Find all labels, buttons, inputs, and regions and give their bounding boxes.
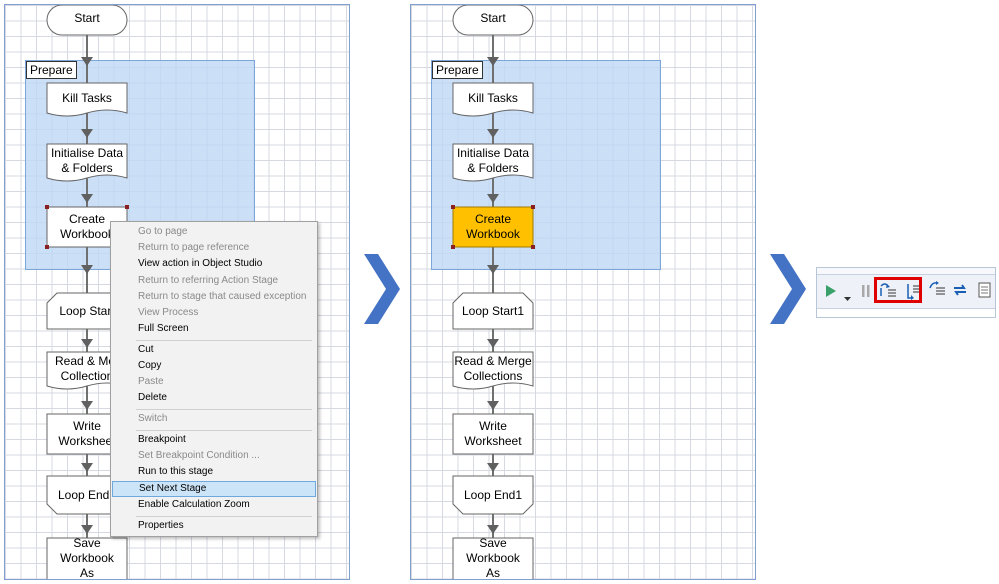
stage-initialise-data[interactable]: Initialise Data & Folders xyxy=(46,143,128,184)
flow-arrow xyxy=(487,339,499,348)
menu-item-return-to-exception[interactable]: Return to stage that caused exception xyxy=(138,291,307,302)
stage-label: Start xyxy=(480,10,506,25)
chevron-right-icon xyxy=(364,254,400,329)
flow-arrow xyxy=(487,463,499,472)
stage-label: Start xyxy=(74,10,100,25)
step-icon[interactable] xyxy=(879,282,897,303)
flow-arrow xyxy=(81,57,93,66)
menu-item-full-screen[interactable]: Full Screen xyxy=(138,323,189,334)
selection-handle[interactable] xyxy=(125,205,129,209)
stage-label: Create Workbook xyxy=(466,212,520,241)
menu-item-return-to-referring[interactable]: Return to referring Action Stage xyxy=(138,275,279,286)
menu-item-copy[interactable]: Copy xyxy=(138,360,162,371)
stage-save-workbook[interactable]: Save Workbook As xyxy=(46,535,128,580)
selection-handle[interactable] xyxy=(531,245,535,249)
page-icon[interactable] xyxy=(978,282,992,303)
stage-label: Loop End1 xyxy=(57,487,117,502)
stage-loop-start[interactable]: Loop Start1 xyxy=(452,292,534,330)
stage-label: Loop Start xyxy=(59,303,115,318)
menu-separator xyxy=(136,516,312,517)
stage-initialise-data[interactable]: Initialise Data & Folders xyxy=(452,143,534,184)
flow-arrow xyxy=(81,525,93,534)
flow-arrow xyxy=(81,463,93,472)
step-out-icon[interactable] xyxy=(928,280,946,303)
stage-label: Write Worksheet xyxy=(58,419,116,448)
stage-loop-start[interactable]: Loop Start xyxy=(46,292,128,330)
stage-label: Initialise Data & Folders xyxy=(50,146,124,175)
stage-label: Save Workbook As xyxy=(466,535,520,580)
stage-label: Read & Merge Collections xyxy=(454,354,532,383)
stage-label: Initialise Data & Folders xyxy=(456,146,530,175)
stage-kill-tasks[interactable]: Kill Tasks xyxy=(452,82,534,119)
flow-arrow xyxy=(81,194,93,203)
selection-handle[interactable] xyxy=(451,205,455,209)
menu-separator xyxy=(136,409,312,410)
stage-label: Loop Start1 xyxy=(461,303,525,318)
prepare-block-label: Prepare xyxy=(432,61,483,79)
stage-loop-end[interactable]: Loop End1 xyxy=(452,475,534,515)
stage-label: Save Workbook As xyxy=(60,535,114,580)
stage-kill-tasks[interactable]: Kill Tasks xyxy=(46,82,128,119)
context-menu: Go to page Return to page reference View… xyxy=(110,221,318,537)
menu-item-calculation-zoom[interactable]: Enable Calculation Zoom xyxy=(138,499,250,510)
stage-start[interactable]: Start xyxy=(46,5,128,36)
flow-arrow xyxy=(81,339,93,348)
highlight-box xyxy=(874,277,922,303)
prepare-block-label: Prepare xyxy=(26,61,77,79)
stage-save-workbook[interactable]: Save Workbook As xyxy=(452,535,534,580)
stage-create-workbook-selected[interactable]: Create Workbook xyxy=(452,206,534,248)
stage-write-worksheet[interactable]: Write Worksheet xyxy=(452,413,534,455)
selection-handle[interactable] xyxy=(45,205,49,209)
menu-item-delete[interactable]: Delete xyxy=(138,392,167,403)
menu-item-cut[interactable]: Cut xyxy=(138,344,154,355)
flow-arrow xyxy=(81,129,93,138)
stage-label: Kill Tasks xyxy=(62,90,112,105)
debug-toolbar xyxy=(816,267,996,318)
menu-item-properties[interactable]: Properties xyxy=(138,520,184,531)
flow-arrow xyxy=(487,194,499,203)
menu-item-return-to-page-reference[interactable]: Return to page reference xyxy=(138,242,250,253)
chevron-right-icon xyxy=(770,254,806,329)
menu-item-breakpoint[interactable]: Breakpoint xyxy=(138,434,186,445)
toolbar-top-strip xyxy=(817,268,995,275)
menu-item-switch[interactable]: Switch xyxy=(138,413,168,424)
flow-arrow xyxy=(487,401,499,410)
pause-icon[interactable] xyxy=(861,284,871,303)
menu-item-set-next-stage[interactable]: Set Next Stage xyxy=(112,481,316,497)
stage-read-merge[interactable]: Read & Merge Collections xyxy=(452,351,534,392)
flow-arrow xyxy=(81,265,93,274)
selection-handle[interactable] xyxy=(451,245,455,249)
loop-icon[interactable] xyxy=(951,282,969,303)
menu-separator xyxy=(136,340,312,341)
toolbar-bottom-strip xyxy=(817,308,995,317)
flow-arrow xyxy=(487,129,499,138)
menu-item-run-to-stage[interactable]: Run to this stage xyxy=(138,466,214,477)
flow-arrow xyxy=(487,57,499,66)
menu-separator xyxy=(136,430,312,431)
flow-arrow xyxy=(487,265,499,274)
process-canvas-right[interactable]: Prepare Start Kill Tasks Initialise Data… xyxy=(410,4,756,580)
menu-item-breakpoint-condition[interactable]: Set Breakpoint Condition ... xyxy=(138,450,260,461)
stage-read-merge[interactable]: Read & Mer Collection xyxy=(46,351,128,392)
flow-arrow xyxy=(81,401,93,410)
stage-label: Read & Mer Collection xyxy=(54,354,120,383)
flow-arrow xyxy=(487,525,499,534)
stage-label: Loop End1 xyxy=(463,487,523,502)
menu-item-view-process[interactable]: View Process xyxy=(138,307,199,318)
stage-label: Create Workbook xyxy=(60,212,114,241)
dropdown-icon[interactable] xyxy=(844,289,851,307)
stage-start[interactable]: Start xyxy=(452,5,534,36)
run-icon[interactable] xyxy=(825,284,837,303)
menu-item-go-to-page[interactable]: Go to page xyxy=(138,226,188,237)
selection-handle[interactable] xyxy=(531,205,535,209)
menu-item-paste[interactable]: Paste xyxy=(138,376,164,387)
selection-handle[interactable] xyxy=(45,245,49,249)
stage-label: Write Worksheet xyxy=(464,419,522,448)
stage-label: Kill Tasks xyxy=(468,90,518,105)
menu-item-view-action[interactable]: View action in Object Studio xyxy=(138,258,263,269)
